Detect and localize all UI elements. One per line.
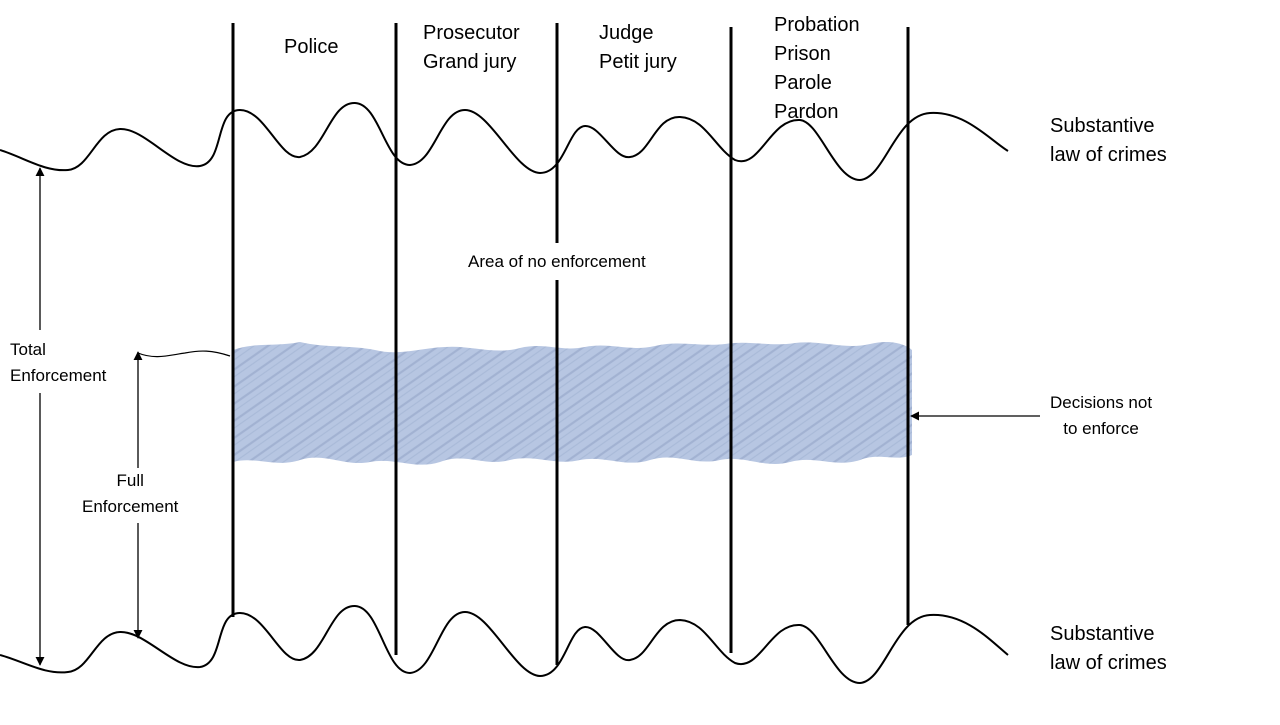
top-law-boundary	[0, 101, 1009, 182]
no-enforcement-label: Area of no enforcement	[466, 249, 648, 275]
boundary-label-line: Substantive	[1050, 115, 1155, 137]
decisions-label: Decisions not to enforce	[1050, 390, 1152, 442]
decisions-not-to-enforce-band	[233, 341, 912, 465]
agency-line: Parole	[774, 72, 832, 94]
full-enforcement-level-squiggle	[137, 350, 231, 358]
decisions-label-line: Decisions not	[1050, 393, 1153, 412]
agency-line: Pardon	[774, 101, 839, 123]
boundary-label-line: law of crimes	[1050, 652, 1167, 674]
decisions-label-line: to enforce	[1063, 419, 1139, 438]
agency-header-corrections: Probation Prison Parole Pardon	[774, 11, 860, 127]
total-enforcement-line: Total	[10, 340, 46, 359]
agency-line: Police	[284, 36, 339, 58]
agency-line: Grand jury	[423, 51, 517, 73]
bottom-law-boundary	[0, 604, 1009, 685]
agency-header-police: Police	[284, 33, 338, 62]
agency-header-judge: Judge Petit jury	[599, 19, 677, 77]
total-enforcement-line: Enforcement	[10, 366, 107, 385]
boundary-label-line: Substantive	[1050, 623, 1155, 645]
agency-line: Petit jury	[599, 51, 677, 73]
full-enforcement-line: Full	[116, 471, 144, 490]
agency-header-prosecutor: Prosecutor Grand jury	[423, 19, 520, 77]
total-enforcement-label: Total Enforcement	[10, 337, 107, 389]
full-enforcement-label: Full Enforcement	[82, 468, 179, 520]
boundary-label-line: law of crimes	[1050, 144, 1167, 166]
top-boundary-label: Substantive law of crimes	[1050, 112, 1167, 170]
full-enforcement-line: Enforcement	[82, 497, 179, 516]
agency-line: Prison	[774, 43, 831, 65]
agency-line: Prosecutor	[423, 22, 520, 44]
agency-line: Probation	[774, 14, 860, 36]
bottom-boundary-label: Substantive law of crimes	[1050, 620, 1167, 678]
agency-line: Judge	[599, 22, 654, 44]
